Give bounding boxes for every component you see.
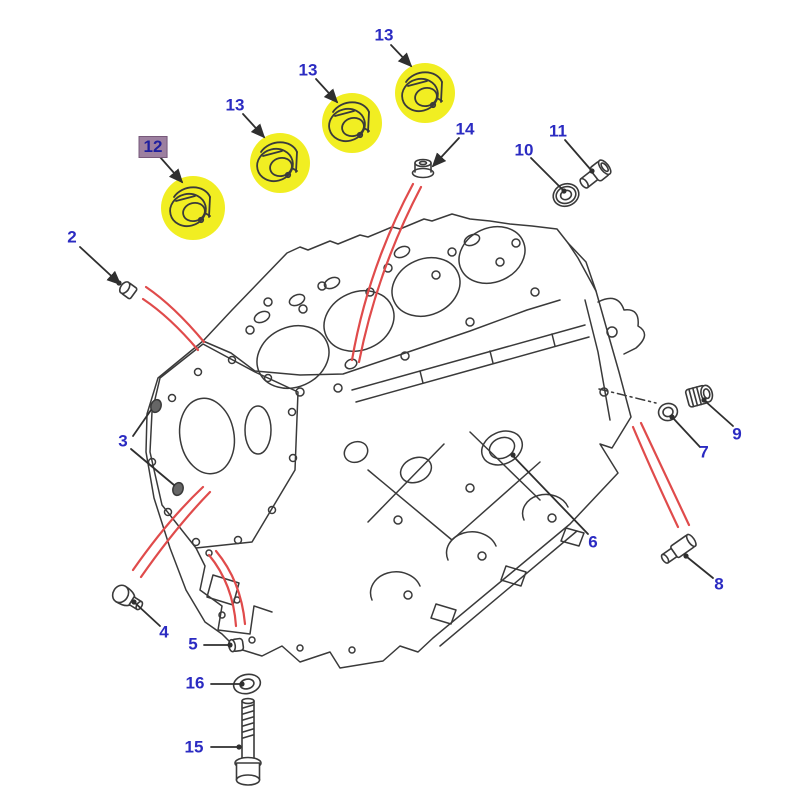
part-4-plug (111, 584, 144, 611)
leader-13-3 (390, 44, 413, 68)
leader-2 (79, 246, 122, 286)
callout-4: 4 (159, 622, 169, 642)
red-leader-item4 (131, 485, 205, 572)
leader-13-2 (315, 78, 339, 104)
red-leader-item4 (139, 490, 212, 579)
callout-3: 3 (118, 431, 128, 451)
red-leader-item14 (350, 182, 415, 362)
leader-10 (530, 157, 564, 191)
dowel-item3-lower (172, 481, 184, 497)
small-parts (111, 158, 714, 786)
leader-12 (159, 156, 184, 184)
leader-7 (672, 417, 701, 448)
part-16-washer (232, 673, 262, 695)
red-leader-item8 (631, 425, 680, 529)
red-leader-item2 (141, 297, 200, 352)
callout-7: 7 (699, 442, 709, 462)
callout-2: 2 (67, 227, 77, 247)
callout-16: 16 (185, 673, 205, 693)
deck-bolt-holes (245, 233, 540, 397)
leader-3-upper (132, 409, 152, 437)
dowel-item3-upper (150, 398, 162, 414)
callout-8: 8 (714, 574, 724, 594)
leader-11 (564, 139, 592, 171)
callout-11: 11 (549, 121, 567, 141)
flywheel-housing-face (147, 343, 299, 549)
callout-6: 6 (588, 532, 598, 552)
red-leader-item14 (357, 185, 423, 364)
leader-13-1 (242, 113, 266, 139)
engine-block-outline (145, 213, 632, 669)
red-leader-item5 (214, 549, 247, 626)
block-side-face (343, 430, 585, 647)
engine-block-drawing (145, 213, 657, 669)
block-rear-end-face (567, 242, 646, 421)
leader-9 (704, 400, 734, 427)
callout-12-highlighted: 12 (138, 136, 168, 158)
cylinder-bores (256, 225, 526, 390)
part-7-sealing-ring (657, 402, 679, 422)
callout-15: 15 (184, 737, 204, 757)
red-leader-item2 (144, 285, 206, 344)
callout-leader-lines (79, 44, 734, 750)
red-leader-lines (131, 182, 691, 628)
callout-10: 10 (514, 140, 534, 160)
leader-3-lower (130, 448, 175, 486)
part-9-knurled-plug (684, 384, 714, 408)
callout-13-1: 13 (225, 95, 245, 115)
red-leader-item8 (639, 421, 691, 527)
camshaft-bore (480, 430, 524, 466)
leader-6 (512, 455, 589, 535)
part-15-bolt (234, 697, 262, 786)
part-11-plug-bolt (579, 159, 612, 189)
callout-9: 9 (732, 424, 742, 444)
part-10-washer (552, 182, 580, 208)
callout-5: 5 (188, 634, 198, 654)
part-14-grommet (411, 158, 435, 179)
part-2-plug (118, 281, 138, 300)
part-8-stud (660, 533, 697, 564)
leader-14 (431, 137, 460, 168)
leader-end-dots (116, 168, 707, 750)
callout-13-3: 13 (374, 25, 394, 45)
callout-14: 14 (455, 119, 475, 139)
leader-4 (133, 601, 161, 627)
red-leader-item5 (207, 553, 238, 628)
callout-13-2: 13 (298, 60, 318, 80)
leader-8 (686, 556, 714, 579)
